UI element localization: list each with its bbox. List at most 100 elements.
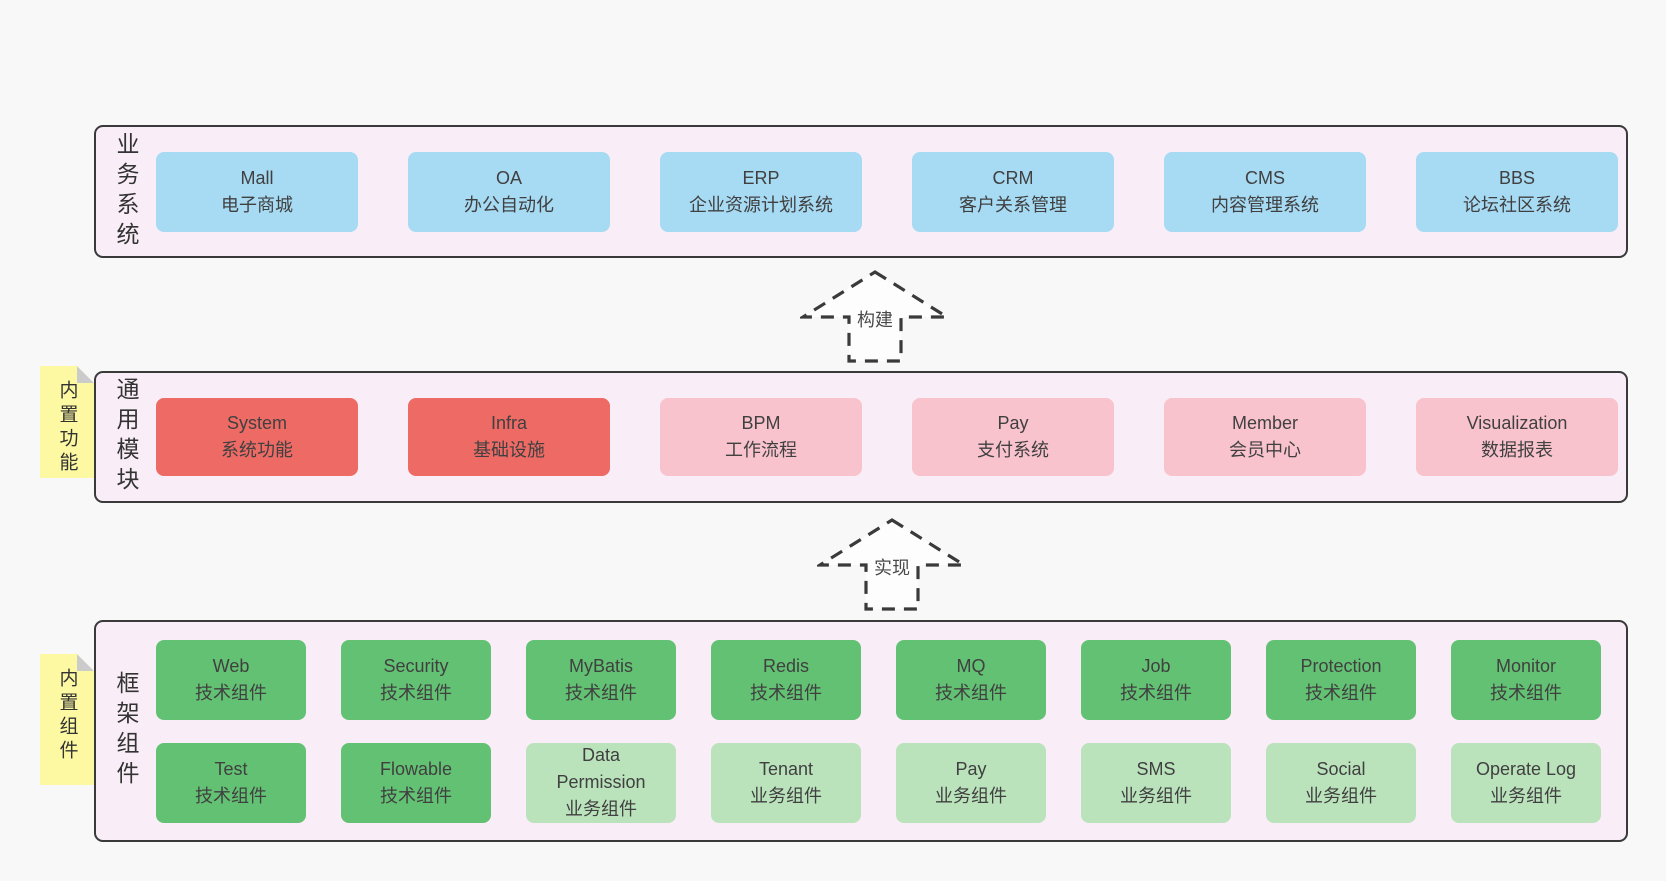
section-box-rows: System 系统功能 Infra 基础设施 BPM 工作流程 Pay 支付系统 Member 会… bbox=[156, 373, 1634, 501]
diagram-box-cms: CMS 内容管理系统 bbox=[1164, 151, 1366, 232]
box-row: System 系统功能 Infra 基础设施 BPM 工作流程 Pay 支付系统 Member 会… bbox=[156, 398, 1618, 476]
implement-arrow: 实现 bbox=[817, 517, 967, 612]
box-name-en: System bbox=[226, 413, 287, 433]
diagram-box-monitor: Monitor 技术组件 bbox=[1451, 639, 1601, 720]
box-name-zh: 业务组件 bbox=[750, 785, 822, 806]
diagram-box-erp: ERP 企业资源计划系统 bbox=[660, 151, 862, 232]
diagram-box-mq: MQ 技术组件 bbox=[896, 639, 1046, 720]
box-name-en: Operate Log bbox=[1475, 758, 1577, 779]
box-name-zh: 电子商城 bbox=[221, 194, 293, 215]
diagram-box-bpm: BPM 工作流程 bbox=[660, 398, 862, 476]
box-name-zh: 技术组件 bbox=[1490, 682, 1562, 703]
sticky-note-label: 内置功能 bbox=[56, 380, 78, 476]
box-name-zh: 论坛社区系统 bbox=[1463, 194, 1571, 215]
arrow-label: 实现 bbox=[870, 553, 914, 581]
box-name-en: Social bbox=[1316, 758, 1366, 779]
box-name-zh: 业务组件 bbox=[565, 799, 637, 819]
box-name-zh: 技术组件 bbox=[195, 682, 267, 703]
box-name-en: CMS bbox=[1245, 167, 1285, 188]
box-name-en: Pay bbox=[955, 758, 987, 779]
diagram-box-operate-log: Operate Log 业务组件 bbox=[1451, 742, 1601, 823]
box-name-en: BBS bbox=[1498, 167, 1536, 188]
arrow-label: 构建 bbox=[853, 305, 897, 333]
box-name-zh: 会员中心 bbox=[1229, 440, 1301, 460]
diagram-box-data-permission: Data Permission 业务组件 bbox=[526, 742, 676, 823]
box-name-zh: 技术组件 bbox=[1305, 682, 1377, 703]
diagram-box-test: Test 技术组件 bbox=[156, 742, 306, 823]
box-name-en: MQ bbox=[956, 655, 986, 676]
diagram-box-web: Web 技术组件 bbox=[156, 639, 306, 720]
box-name-zh: 客户关系管理 bbox=[959, 194, 1067, 215]
diagram-box-job: Job 技术组件 bbox=[1081, 639, 1231, 720]
diagram-box-crm: CRM 客户关系管理 bbox=[912, 151, 1114, 232]
box-name-en: Member bbox=[1231, 413, 1298, 433]
diagram-box-pay: Pay 支付系统 bbox=[912, 398, 1114, 476]
box-name-zh: 技术组件 bbox=[380, 682, 452, 703]
sticky-note-built-in-components: 内置组件 bbox=[40, 654, 94, 785]
box-name-zh: 业务组件 bbox=[1305, 785, 1377, 806]
section-side-label: 框架组件 bbox=[96, 622, 156, 840]
build-arrow: 构建 bbox=[800, 269, 950, 364]
sticky-note-label: 内置组件 bbox=[56, 668, 78, 764]
box-name-en: Monitor bbox=[1495, 655, 1557, 676]
diagram-box-bbs: BBS 论坛社区系统 bbox=[1416, 151, 1618, 232]
box-name-zh: 支付系统 bbox=[977, 440, 1049, 460]
section-side-label-text: 框架组件 bbox=[113, 671, 139, 791]
diagram-box-sms: SMS 业务组件 bbox=[1081, 742, 1231, 823]
diagram-box-protection: Protection 技术组件 bbox=[1266, 639, 1416, 720]
box-name-zh: 基础设施 bbox=[473, 440, 545, 460]
box-name-en: CRM bbox=[992, 167, 1034, 188]
box-name-zh: 内容管理系统 bbox=[1211, 194, 1319, 215]
diagram-box-infra: Infra 基础设施 bbox=[408, 398, 610, 476]
diagram-box-pay: Pay 业务组件 bbox=[896, 742, 1046, 823]
box-name-zh: 技术组件 bbox=[195, 785, 267, 806]
box-name-en: SMS bbox=[1136, 758, 1176, 779]
section-side-label-text: 通用模块 bbox=[113, 377, 139, 497]
box-name-zh: 技术组件 bbox=[750, 682, 822, 703]
box-name-en: Pay bbox=[997, 413, 1029, 433]
box-name-zh: 系统功能 bbox=[221, 440, 293, 460]
box-name-en: Test bbox=[214, 758, 248, 779]
box-name-en: Protection bbox=[1300, 655, 1382, 676]
box-name-en: Job bbox=[1141, 655, 1171, 676]
box-name-en: OA bbox=[495, 167, 522, 188]
diagram-box-member: Member 会员中心 bbox=[1164, 398, 1366, 476]
diagram-box-system: System 系统功能 bbox=[156, 398, 358, 476]
section-side-label-text: 业务系统 bbox=[113, 131, 139, 252]
box-name-en: ERP bbox=[742, 167, 780, 188]
box-name-zh: 数据报表 bbox=[1481, 440, 1553, 460]
box-name-zh: 企业资源计划系统 bbox=[689, 194, 833, 215]
diagram-box-redis: Redis 技术组件 bbox=[711, 639, 861, 720]
box-name-zh: 技术组件 bbox=[1120, 682, 1192, 703]
section-common-modules: 通用模块 System 系统功能 Infra 基础设施 BPM 工作流程 Pay 支付系统 Me… bbox=[94, 371, 1628, 503]
diagram-box-visualization: Visualization 数据报表 bbox=[1416, 398, 1618, 476]
box-name-en: Infra bbox=[490, 413, 528, 433]
box-name-zh: 工作流程 bbox=[725, 440, 797, 460]
box-name-zh: 技术组件 bbox=[565, 682, 637, 703]
section-side-label: 业务系统 bbox=[96, 127, 156, 256]
box-name-zh: 业务组件 bbox=[1490, 785, 1562, 806]
box-name-zh: 技术组件 bbox=[380, 785, 452, 806]
box-name-en: Visualization bbox=[1466, 413, 1568, 433]
box-name-zh: 技术组件 bbox=[935, 682, 1007, 703]
sticky-note-built-in-features: 内置功能 bbox=[40, 366, 94, 478]
box-name-zh: 业务组件 bbox=[935, 785, 1007, 806]
section-side-label: 通用模块 bbox=[96, 373, 156, 501]
box-name-en: Redis bbox=[762, 655, 810, 676]
box-name-en: Tenant bbox=[758, 758, 814, 779]
box-name-zh: 业务组件 bbox=[1120, 785, 1192, 806]
box-name-en: Data Permission bbox=[556, 745, 646, 792]
box-name-en: BPM bbox=[741, 413, 781, 433]
box-name-en: Web bbox=[212, 655, 250, 676]
